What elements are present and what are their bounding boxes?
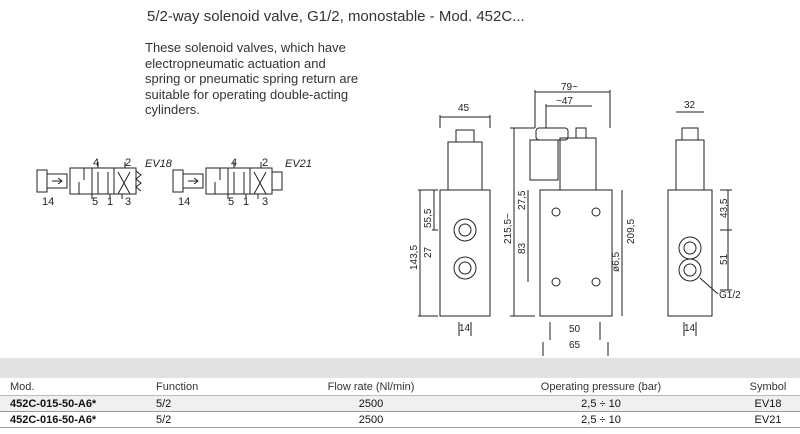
- cell-flow-rate: 2500: [358, 397, 384, 410]
- dim-side-height: 215,5~: [503, 213, 514, 244]
- col-header-mod: Mod.: [10, 380, 35, 393]
- dim-front-bottom: 14: [459, 323, 471, 334]
- dim-front-height: 143,5: [409, 245, 420, 270]
- valve-symbol-ev21: [172, 162, 283, 199]
- dim-right-thread: G1/2: [719, 290, 741, 301]
- port-label: 4: [93, 157, 99, 169]
- right-view: [667, 111, 732, 336]
- dim-side-base-outer: 65: [569, 340, 581, 351]
- technical-drawing: EV18 4 2 14 5 1 3 EV21 4 2 14 5 1 3 45 1…: [36, 82, 741, 356]
- port-label: 5: [228, 196, 234, 208]
- side-view: [510, 90, 623, 356]
- dim-front-width: 45: [458, 103, 470, 114]
- table-row: 452C-015-50-A6* 5/2 2500 2,5 ÷ 10 EV18: [0, 395, 800, 412]
- col-header-flow-rate: Flow rate (Nl/min): [327, 380, 415, 393]
- dim-side-overall: 79~: [561, 82, 578, 93]
- port-label: 4: [231, 157, 237, 169]
- port-label: 1: [243, 196, 249, 208]
- dim-side-center: 83: [517, 242, 528, 254]
- page-title: 5/2-way solenoid valve, G1/2, monostable…: [147, 8, 525, 25]
- cell-pressure: 2,5 ÷ 10: [581, 397, 621, 410]
- table-row: 452C-016-50-A6* 5/2 2500 2,5 ÷ 10 EV21: [0, 411, 800, 428]
- dim-side-offset: ~47: [556, 96, 573, 107]
- table-header-band: [0, 358, 800, 378]
- cell-mod: 452C-016-50-A6*: [10, 413, 97, 426]
- dim-right-bottom: 14: [684, 323, 696, 334]
- dim-front-port: 27: [423, 246, 434, 258]
- port-label: 2: [262, 157, 268, 169]
- valve-symbol-ev18: [36, 162, 142, 199]
- port-label: 14: [178, 196, 190, 208]
- dim-right-upper: 43,5: [719, 198, 730, 218]
- cell-flow-rate: 2500: [358, 413, 384, 426]
- port-label: 3: [262, 196, 268, 208]
- col-header-pressure: Operating pressure (bar): [540, 380, 662, 393]
- cell-pressure: 2,5 ÷ 10: [581, 413, 621, 426]
- model-table: Mod. Function Flow rate (Nl/min) Operati…: [0, 378, 800, 428]
- dim-front-upper: 55,5: [423, 208, 434, 228]
- dim-side-upper: 27,5: [517, 190, 528, 210]
- cell-function: 5/2: [156, 413, 172, 426]
- cell-symbol: EV18: [754, 397, 782, 410]
- port-label: 3: [125, 196, 131, 208]
- symbol-code-ev21: EV21: [285, 158, 312, 170]
- dim-side-hole: ø6,5: [611, 252, 622, 272]
- dim-side-base-inner: 50: [569, 324, 581, 335]
- col-header-symbol: Symbol: [749, 380, 787, 393]
- product-description: These solenoid valves, which have electr…: [145, 40, 359, 117]
- dim-side-body: 209,5: [626, 219, 637, 244]
- col-header-function: Function: [156, 380, 199, 393]
- model-table-section: Mod. Function Flow rate (Nl/min) Operati…: [0, 358, 800, 428]
- dim-right-mid: 51: [719, 253, 730, 265]
- symbol-code-ev18: EV18: [145, 158, 173, 170]
- port-label: 14: [42, 196, 54, 208]
- front-view: [418, 115, 491, 336]
- port-label: 1: [107, 196, 113, 208]
- dim-right-width: 32: [684, 100, 696, 111]
- cell-function: 5/2: [156, 397, 172, 410]
- port-label: 2: [125, 157, 131, 169]
- cell-symbol: EV21: [754, 413, 782, 426]
- cell-mod: 452C-015-50-A6*: [10, 397, 97, 410]
- port-label: 5: [92, 196, 98, 208]
- table-header-row: Mod. Function Flow rate (Nl/min) Operati…: [0, 378, 800, 396]
